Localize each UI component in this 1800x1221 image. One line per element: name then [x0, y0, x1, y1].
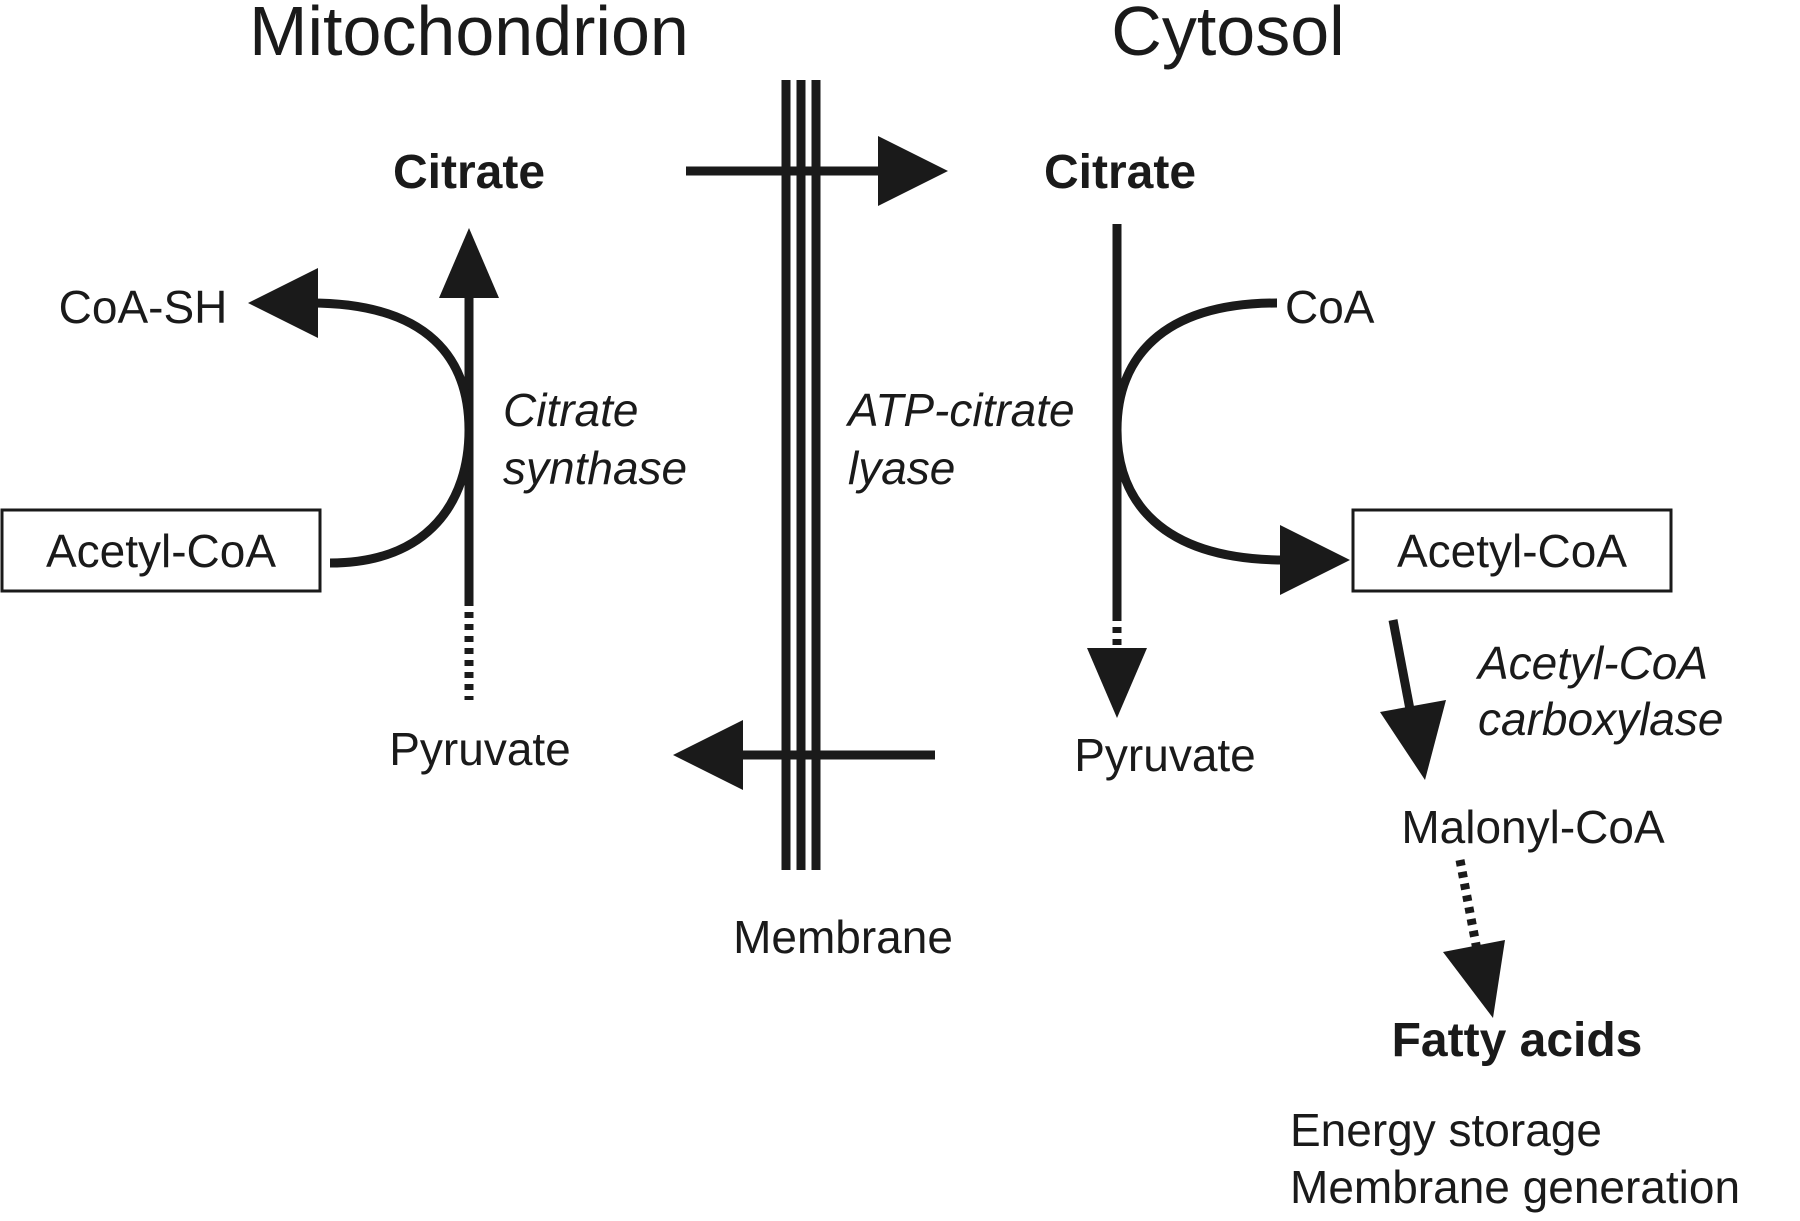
carboxylase-label-line2: carboxylase — [1478, 693, 1723, 745]
atp-citrate-lyase-label-line2: lyase — [848, 442, 955, 494]
cyto-pyruvate-label: Pyruvate — [1074, 729, 1256, 781]
fatty-acids-label: Fatty acids — [1392, 1014, 1643, 1067]
fatty-acids-use-energy: Energy storage — [1290, 1104, 1602, 1156]
cyto-acetyl-coa-box — [1351, 508, 1673, 593]
citrate-synthase-label-line2: synthase — [503, 442, 687, 494]
mito-citrate-label: Citrate — [393, 146, 545, 199]
malonyl-coa-label: Malonyl-CoA — [1401, 801, 1665, 853]
membrane — [781, 80, 821, 870]
carboxylase-arrow — [1380, 619, 1446, 780]
coa-label: CoA — [1285, 281, 1375, 333]
fatty-acid-synthesis-arrow — [1443, 859, 1505, 1018]
coa-sh-release-arc — [248, 268, 474, 568]
coa-input-arc — [1112, 298, 1350, 595]
cyto-citrate-label: Citrate — [1044, 146, 1196, 199]
cytosol-heading: Cytosol — [1111, 0, 1344, 70]
cyto-acetyl-coa-label: Acetyl-CoA — [1397, 525, 1627, 577]
atp-citrate-lyase-main-arrow — [1087, 224, 1147, 718]
mito-acetyl-coa-label: Acetyl-CoA — [46, 525, 276, 577]
pyruvate-transport-arrow — [673, 720, 935, 790]
citrate-synthase-label-line1: Citrate — [503, 384, 638, 436]
coa-sh-label: CoA-SH — [59, 281, 228, 333]
fatty-acids-use-membrane: Membrane generation — [1290, 1161, 1740, 1213]
carboxylase-label-line1: Acetyl-CoA — [1475, 637, 1708, 689]
citrate-transport-arrow — [686, 136, 948, 206]
mito-pyruvate-label: Pyruvate — [389, 723, 571, 775]
mitochondrion-heading: Mitochondrion — [249, 0, 689, 70]
atp-citrate-lyase-label-line1: ATP-citrate — [845, 384, 1075, 436]
membrane-label: Membrane — [733, 911, 953, 963]
mito-acetyl-coa-box — [0, 508, 322, 593]
